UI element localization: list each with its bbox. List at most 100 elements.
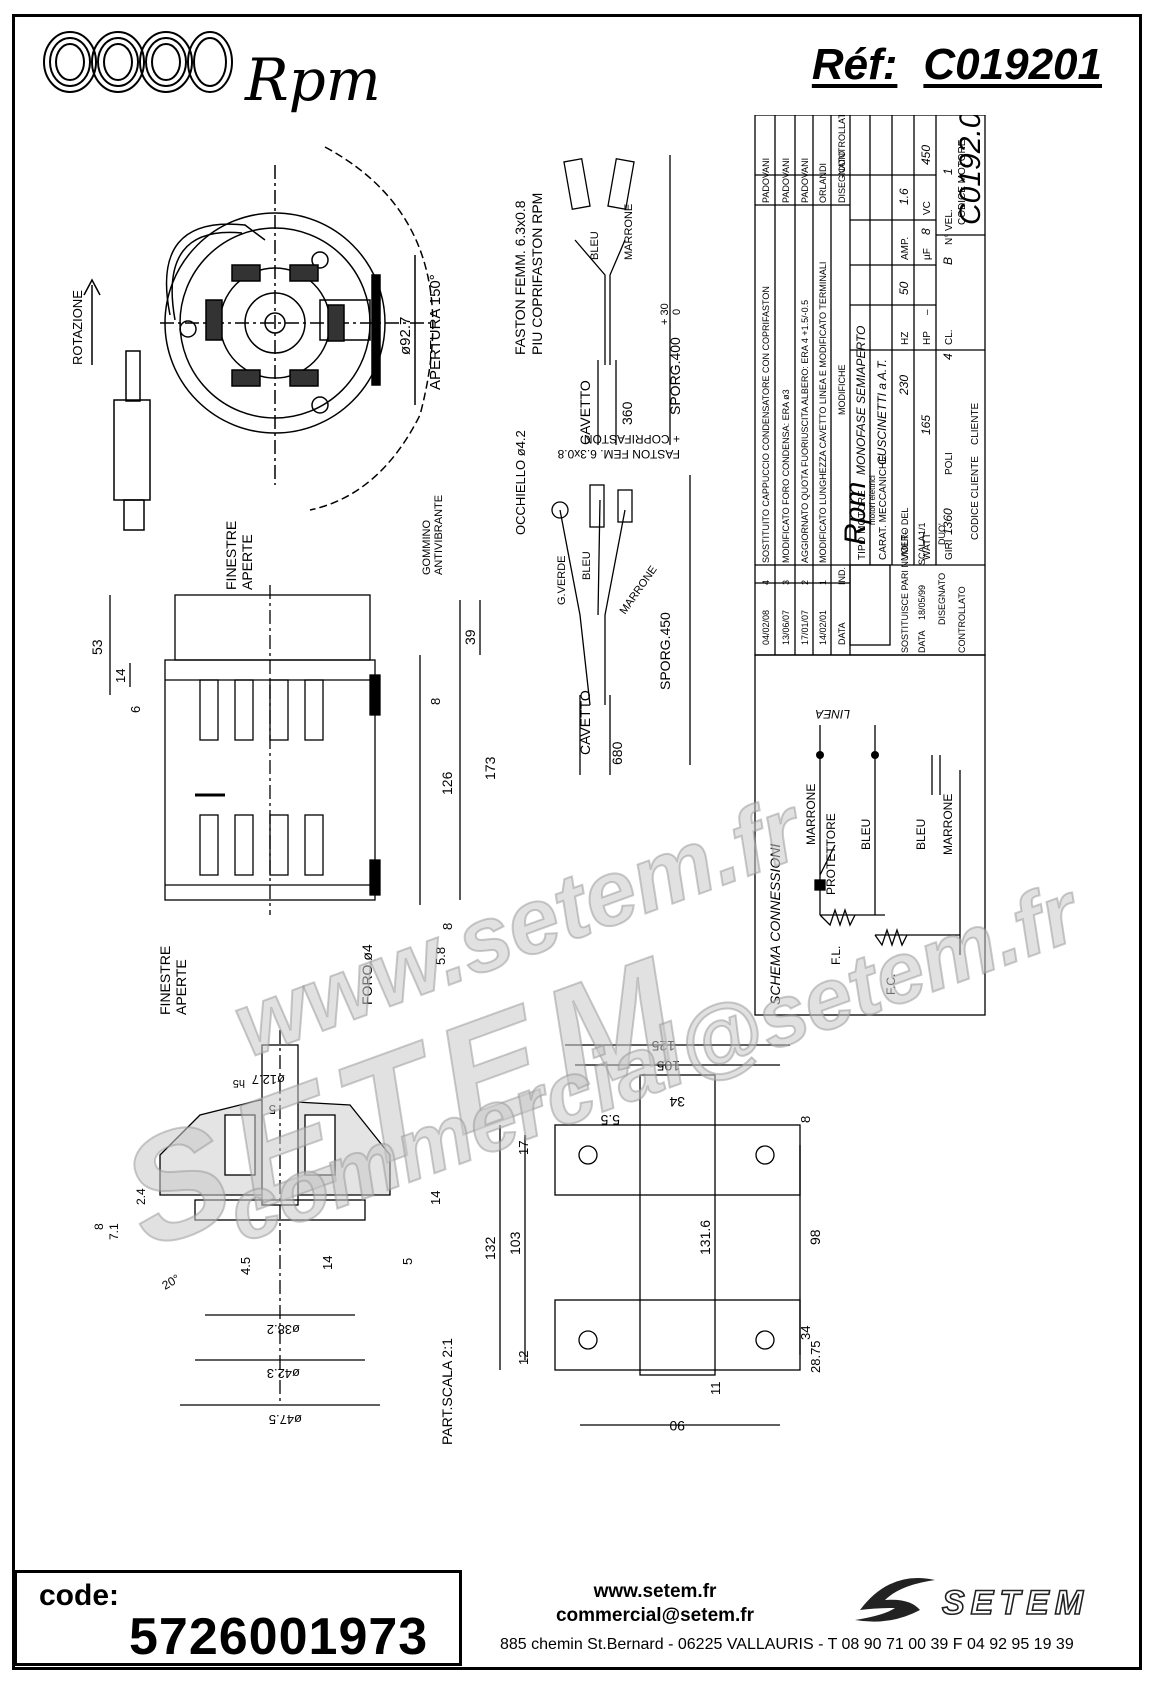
amp-value: 1.6 — [897, 188, 911, 205]
dim-2-4: 2.4 — [134, 1188, 148, 1205]
coprifaston-label: + COPRIFASTON — [584, 432, 680, 446]
dim-11: 11 — [708, 1382, 723, 1396]
watt-label: WATT — [922, 533, 933, 560]
carat-label: CARAT. MECCANICHE — [878, 455, 889, 560]
dim-34-top: 34 — [669, 1094, 685, 1110]
code-box: code: 5726001973 — [14, 1570, 462, 1666]
schema-bleu-1: BLEU — [859, 819, 873, 850]
rev-2-by: PADOVANI — [800, 158, 810, 203]
setem-logo: SETEM — [850, 1570, 1110, 1630]
dim-4-5: 4.5 — [238, 1257, 253, 1275]
finestre-top-line2: APERTE — [239, 534, 255, 590]
nvel-value: 1 — [941, 168, 955, 175]
codice-motore-label: CODICE MOTORE — [957, 139, 968, 225]
disegnato-label: DISEGNATO — [937, 573, 947, 625]
dim-14-right: 14 — [428, 1191, 443, 1205]
dim-h5: h5 — [233, 1077, 245, 1089]
code-label: code: — [39, 1579, 120, 1612]
nvel-label: N° VEL. — [944, 209, 955, 245]
dim-126: 126 — [439, 771, 455, 795]
cliente-label: CLIENTE — [970, 402, 981, 445]
giri-label: GIRI — [944, 539, 955, 560]
uf-label: µF — [922, 248, 933, 260]
dim-17: 17 — [516, 1141, 531, 1155]
length-680: 680 — [609, 741, 625, 765]
aperture-label: APERTURA 150° — [427, 274, 444, 390]
dim-39: 39 — [462, 629, 478, 645]
dim-d12-7: ø12.7 — [252, 1072, 285, 1087]
ref-label: Réf: — [811, 40, 898, 89]
controllato-label: CONTROLLATO — [957, 586, 967, 653]
cavetto-label: CAVETTO — [577, 380, 593, 445]
coil-logo-icon — [43, 31, 233, 93]
tipo-motore-value: MONOFASE SEMIAPERTO — [854, 326, 868, 475]
dim-14: 14 — [113, 669, 128, 683]
data-value: 18/05/99 — [917, 585, 927, 620]
rpm-logo: Rpm — [40, 26, 381, 110]
dim-8-detail: 8 — [92, 1223, 106, 1230]
faston-mid-label: FASTON FEM. 6.3x0.8 — [557, 447, 680, 461]
data-label: DATA — [917, 630, 927, 653]
rev-4-desc: SOSTITUITO CAPPUCCIO CONDENSATORE CON CO… — [761, 286, 771, 563]
volt-value: 230 — [897, 375, 911, 396]
rev-1-n: 1 — [818, 580, 828, 585]
rev-1-by: ORLANDI — [818, 163, 828, 203]
rev-hdr-modifiche: MODIFICHE — [837, 365, 847, 416]
dim-53: 53 — [89, 639, 105, 655]
dim-5-top: 5 — [269, 1102, 276, 1117]
amp-label: AMP. — [900, 237, 911, 260]
rev-3-desc: MODIFICATO FORO CONDENSA: ERA ø3 — [781, 389, 791, 563]
sporg-400: SPORG.400 — [667, 337, 683, 415]
tipo-motore-label: TIPO MOTORE — [857, 490, 868, 560]
footer-email-link[interactable]: commercial@setem.fr — [555, 1605, 755, 1626]
dim-173: 173 — [482, 756, 498, 780]
dim-8-bracket: 8 — [798, 1116, 813, 1123]
rev-2-date: 17/01/07 — [800, 610, 810, 645]
rev-1-date: 14/02/01 — [818, 610, 828, 645]
rev-3-by: PADOVANI — [781, 158, 791, 203]
poli-value: 4 — [941, 353, 955, 360]
dim-132: 132 — [482, 1236, 498, 1260]
rev-3-n: 3 — [781, 580, 791, 585]
technical-drawing: ROTAZIONE ø92.7 APERTURA 150° FASTON FEM… — [70, 115, 987, 1445]
uf-value: 8 — [919, 228, 933, 235]
finestre-bottom-line1: FINESTRE — [157, 946, 173, 1015]
tol-400: + 30 — [659, 303, 671, 325]
sostituisce-value: – — [900, 530, 910, 535]
schema-marrone-1: MARRONE — [804, 784, 818, 845]
dim-34-right: 34 — [798, 1326, 813, 1340]
line-terminal-1 — [816, 751, 824, 759]
tol-400b: 0 — [671, 309, 683, 315]
dim-14-bottom: 14 — [320, 1256, 335, 1270]
rev-2-n: 2 — [800, 580, 810, 585]
bleu-mid-label: BLEU — [581, 551, 593, 580]
dim-5-8: 5.8 — [433, 947, 448, 965]
hp-label: HP — [922, 331, 933, 345]
setem-logo-text: SETEM — [941, 1583, 1090, 1623]
scala-value: 1/1 — [917, 522, 927, 535]
footer-contacts: www.setem.fr commercial@setem.fr — [555, 1580, 755, 1628]
codice-motore-value: C0192.01 — [954, 115, 987, 225]
ref-value: C019201 — [923, 40, 1102, 89]
dim-d42-3: ø42.3 — [267, 1366, 300, 1381]
dim-d38-2: ø38.2 — [267, 1322, 300, 1337]
cavetto-mid-label: CAVETTO — [577, 690, 593, 755]
hz-label: HZ — [900, 332, 911, 345]
reference-number: Réf: C019201 — [812, 40, 1102, 90]
footer-website-link[interactable]: www.setem.fr — [593, 1581, 717, 1602]
cl-value: B — [941, 257, 955, 265]
finestre-bottom-line2: APERTE — [173, 959, 189, 1015]
dim-20-deg: 20° — [160, 1271, 183, 1292]
dim-12: 12 — [516, 1351, 531, 1365]
rev-hdr-controllato: CONTROLLATO — [837, 115, 847, 173]
dim-125: 125 — [651, 1038, 675, 1054]
line-terminal-2 — [871, 751, 879, 759]
rev-4-by: PADOVANI — [761, 158, 771, 203]
rotation-label: ROTAZIONE — [70, 290, 85, 365]
rev-3-date: 13/06/07 — [781, 610, 791, 645]
marrone-mid-label: MARRONE — [618, 564, 660, 617]
rev-4-n: 4 — [761, 580, 771, 585]
finestre-top-line1: FINESTRE — [223, 521, 239, 590]
wire-bleu-label: BLEU — [589, 231, 601, 260]
carat-value: CUSCINETTI a A.T. — [875, 359, 889, 465]
